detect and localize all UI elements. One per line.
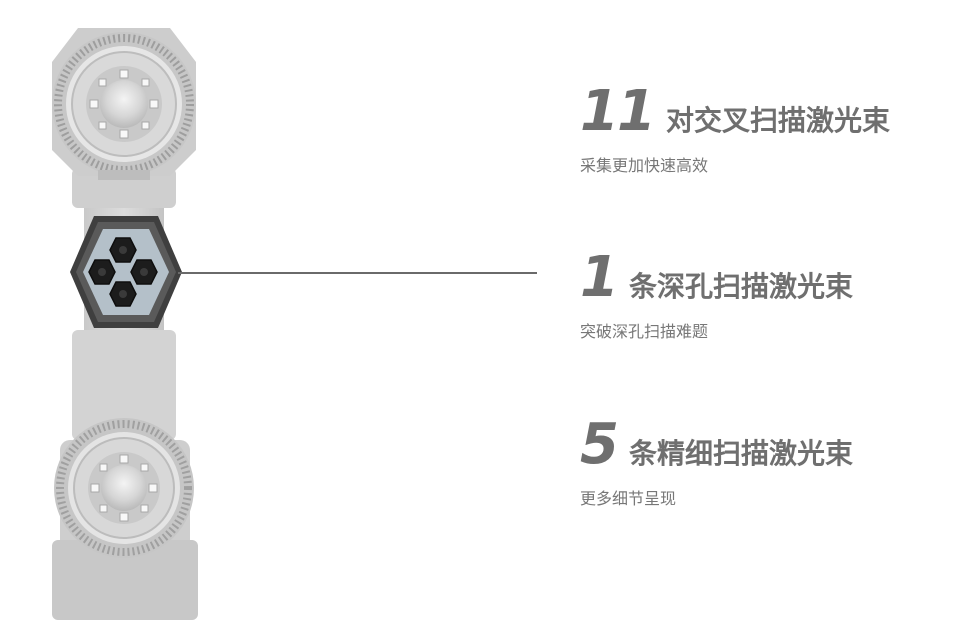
feature-title: 条深孔扫描激光束 (628, 270, 853, 303)
feature-fine-laser: 5 条精细扫描激光束 更多细节呈现 (580, 415, 853, 509)
feature-deep-hole-laser: 1 条深孔扫描激光束 突破深孔扫描难题 (580, 248, 853, 342)
bottom-camera-module (52, 418, 198, 620)
feature-number: 5 (580, 412, 619, 477)
feature-title: 条精细扫描激光束 (628, 437, 853, 470)
feature-number: 11 (580, 79, 656, 144)
feature-headline: 5 条精细扫描激光束 (580, 415, 853, 475)
feature-number: 1 (580, 245, 619, 310)
feature-title: 对交叉扫描激光束 (665, 104, 890, 137)
feature-subtitle: 更多细节呈现 (580, 489, 677, 508)
feature-subtitle: 突破深孔扫描难题 (580, 322, 709, 341)
feature-subtitle: 采集更加快速高效 (580, 156, 709, 175)
feature-headline: 11 对交叉扫描激光束 (580, 82, 890, 142)
top-camera-module (52, 28, 196, 180)
feature-headline: 1 条深孔扫描激光束 (580, 248, 853, 308)
feature-cross-laser: 11 对交叉扫描激光束 采集更加快速高效 (580, 82, 890, 176)
laser-hex-module (70, 216, 182, 328)
